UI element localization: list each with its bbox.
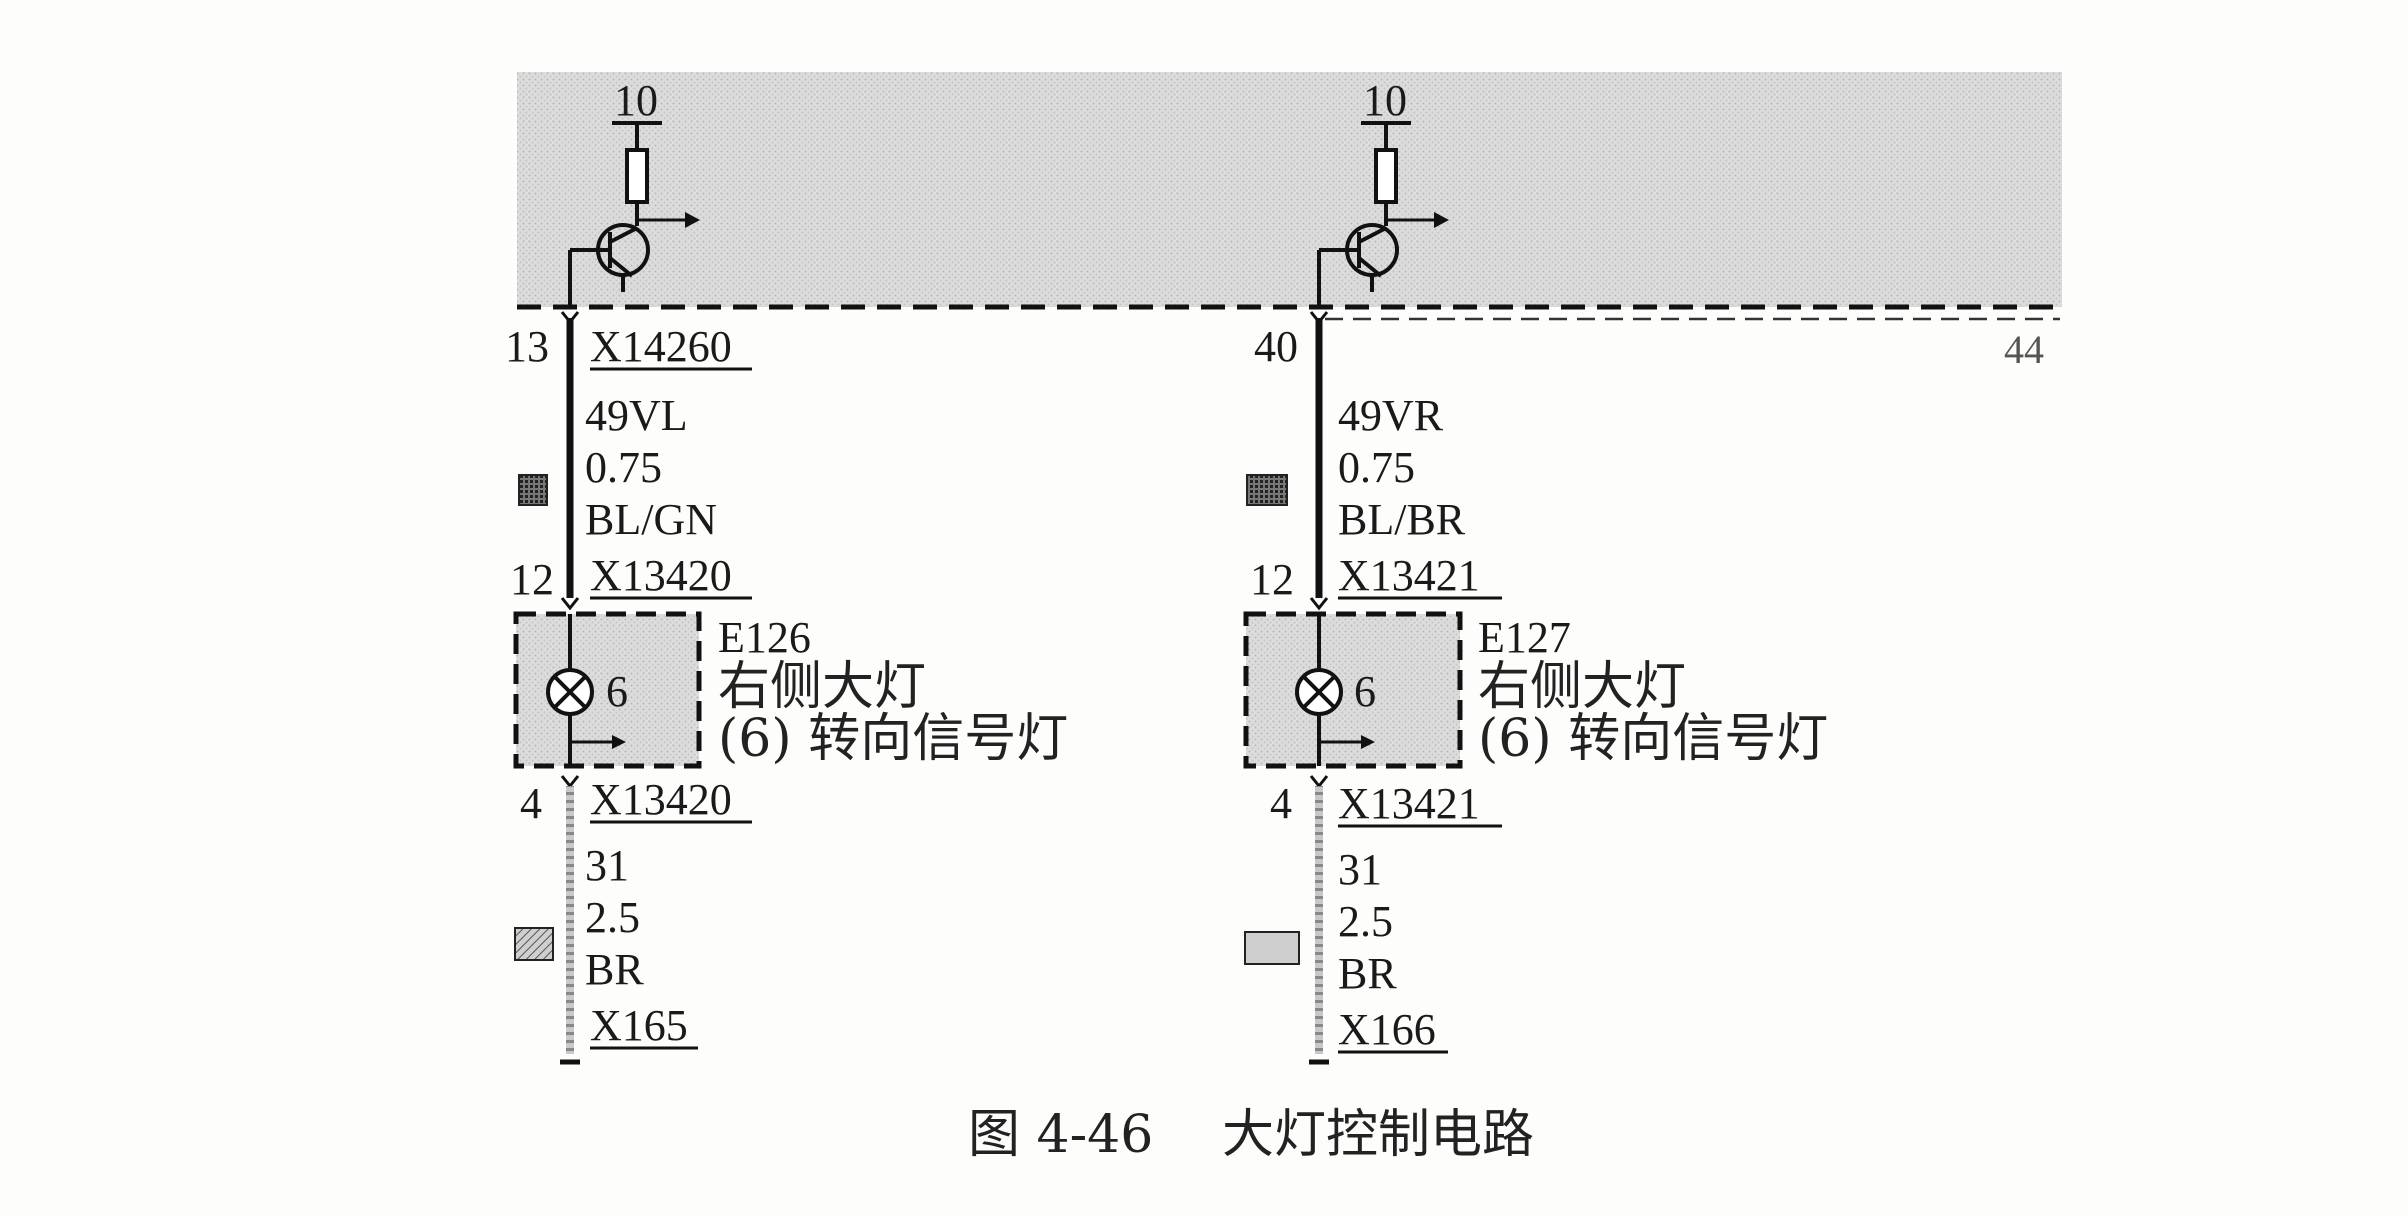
right-lamp-symbol-ref: 6 [1354,667,1376,716]
left-lamp-id: E126 [718,613,811,662]
left-ground-point: X165 [590,1001,688,1050]
right-ground-wire-name: 31 [1338,845,1382,894]
left-ground-color-swatch [514,927,554,961]
right-lamp-name: 右侧大灯 [1478,657,1686,717]
control-module-shading [517,72,2062,307]
right-lamp-bottom-pin: 4 [1270,779,1292,828]
left-lamp-symbol-ref: 6 [606,667,628,716]
right-lamp-bottom-connector: X13421 [1338,779,1480,828]
right-lamp-top-pin: 12 [1250,555,1294,604]
left-lamp-top-connector: X13420 [590,551,732,600]
right-lamp-circuit: 40 49VR 0.75 BL/BR 12 X13421 6 E127 右侧大灯… [1243,311,1828,1065]
right-module-pin: 40 [1254,322,1298,371]
left-supply-label: 10 [614,76,658,125]
left-ground-wire [566,786,574,1054]
left-resistor-icon [625,148,649,204]
left-lamp-bottom-pin: 4 [520,779,542,828]
right-lamp-function: (6) 转向信号灯 [1478,709,1828,769]
left-signal-wire-size: 0.75 [585,443,662,492]
left-ground-wire-name: 31 [585,841,629,890]
right-resistor-icon [1374,148,1398,204]
left-module-connector: X14260 [590,322,732,371]
left-ground-wire-color: BR [585,945,644,994]
left-signal-wire-color: BL/GN [585,495,717,544]
left-lamp-name: 右侧大灯 [718,657,926,717]
left-lamp-function: (6) 转向信号灯 [718,709,1068,769]
figure-title: 大灯控制电路 [1222,1105,1534,1165]
right-signal-wire-name: 49VR [1338,391,1444,440]
right-signal-wire-size: 0.75 [1338,443,1415,492]
left-wire-color-swatch [518,474,548,506]
right-ground-wire-color: BR [1338,949,1397,998]
figure-number: 图 4-46 [968,1105,1153,1165]
left-module-pin: 13 [505,322,549,371]
right-driver-stage: 10 [1317,76,1449,307]
right-supply-label: 10 [1363,76,1407,125]
left-lamp-circuit: 13 X14260 49VL 0.75 BL/GN 12 X13420 6 E1… [505,311,1068,1065]
figure-caption: 图 4-46 大灯控制电路 [968,1105,1534,1165]
control-module: 44 [517,72,2062,372]
left-signal-wire-name: 49VL [585,391,688,440]
right-ground-wire-size: 2.5 [1338,897,1393,946]
right-lamp-id: E127 [1478,613,1571,662]
right-signal-wire-color: BL/BR [1338,495,1466,544]
right-ground-point: X166 [1338,1005,1436,1054]
left-lamp-bottom-connector: X13420 [590,775,732,824]
right-lamp-top-connector: X13421 [1338,551,1480,600]
right-ground-color-swatch [1244,931,1300,965]
right-ground-wire [1315,786,1323,1054]
continuation-ref: 44 [2004,327,2044,372]
left-ground-wire-size: 2.5 [585,893,640,942]
right-wire-color-swatch [1246,474,1288,506]
left-driver-stage: 10 [568,76,700,307]
left-lamp-top-pin: 12 [510,555,554,604]
